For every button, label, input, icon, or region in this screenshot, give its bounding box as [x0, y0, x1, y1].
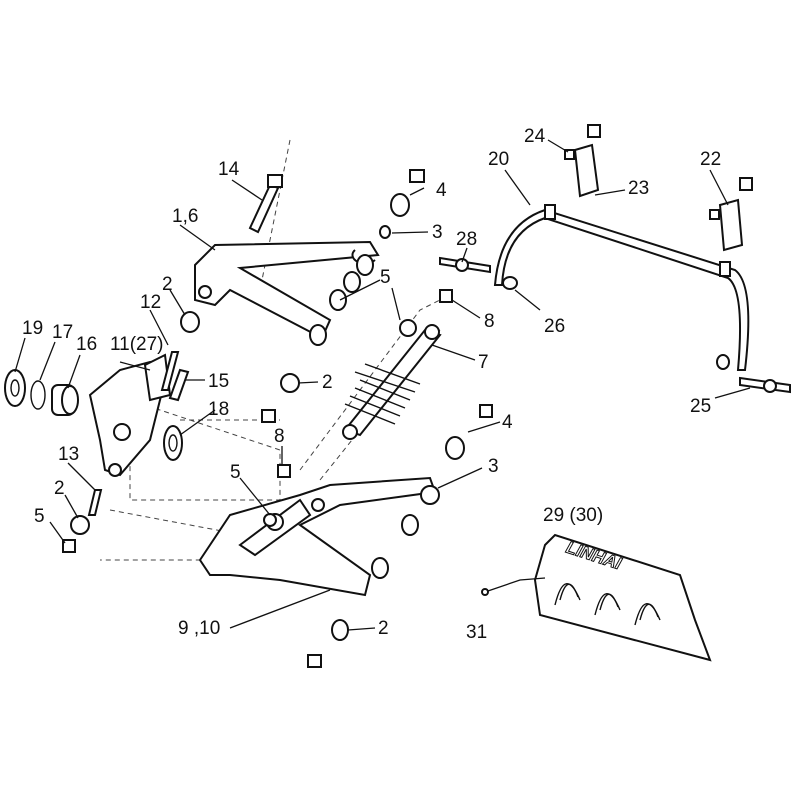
callout-5-middle: 5	[230, 462, 241, 483]
callout-18: 18	[208, 399, 229, 420]
callout-26: 26	[544, 316, 565, 337]
callout-9-10: 9 ,10	[178, 618, 220, 639]
fasteners	[62, 169, 493, 668]
callout-19: 19	[22, 318, 43, 339]
callout-2-left: 2	[54, 478, 65, 499]
callout-15: 15	[208, 371, 229, 392]
callout-8-lower: 8	[274, 426, 285, 447]
callout-24: 24	[524, 126, 546, 147]
callout-14: 14	[218, 159, 240, 180]
callout-12: 12	[140, 292, 161, 313]
callout-labels: 14 1,6 4 3 28 5 8 2 12 19 17 16 11(27) 1…	[22, 126, 721, 643]
callout-2-lower: 2	[378, 618, 389, 639]
callout-3-upper: 3	[432, 222, 443, 243]
callout-4-lower: 4	[502, 412, 513, 433]
shock-absorber	[342, 324, 442, 440]
callout-29-30: 29 (30)	[543, 505, 603, 526]
callout-8-upper: 8	[484, 311, 495, 332]
callout-11-27: 11(27)	[110, 334, 164, 355]
callout-20: 20	[488, 149, 509, 170]
lower-a-arm	[198, 476, 437, 597]
callout-5-left: 5	[34, 506, 45, 527]
callout-2-upper: 2	[162, 274, 173, 295]
callout-23: 23	[628, 178, 649, 199]
callout-16: 16	[76, 334, 97, 355]
bearing-parts	[4, 369, 183, 461]
callout-1-6: 1,6	[172, 206, 198, 227]
callout-3-lower: 3	[488, 456, 499, 477]
leader-lines	[14, 139, 751, 631]
callout-17: 17	[52, 322, 73, 343]
callout-4-upper: 4	[436, 180, 447, 201]
callout-25: 25	[690, 396, 711, 417]
callout-28: 28	[456, 229, 477, 250]
skid-guard: LINHAI	[481, 533, 712, 662]
callout-31: 31	[466, 622, 487, 643]
stabilizer-bar	[439, 124, 791, 394]
steering-knuckle	[88, 353, 172, 477]
callout-7: 7	[478, 352, 489, 373]
callout-13: 13	[58, 444, 79, 465]
callout-2-middle: 2	[322, 372, 333, 393]
callout-5-upper: 5	[380, 267, 391, 288]
callout-22: 22	[700, 149, 721, 170]
